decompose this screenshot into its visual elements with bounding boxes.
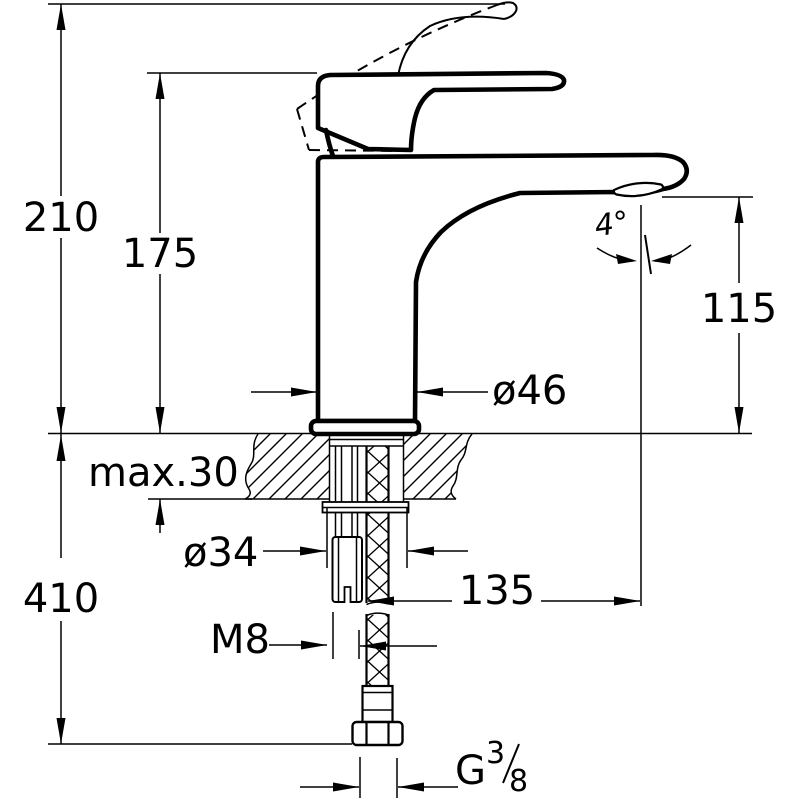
countertop <box>244 433 473 502</box>
ghost-handle-tip <box>496 1 518 20</box>
faucet-body-spout <box>315 152 690 424</box>
hose-hex-nut <box>351 720 404 747</box>
label-hose-thread-numerator: 3 <box>486 736 505 771</box>
fraction-slash <box>502 743 520 784</box>
base-escutcheon <box>308 418 422 437</box>
label-hose-thread-denominator: 8 <box>509 764 528 799</box>
flex-hose-upper <box>365 446 390 606</box>
label-aerator-angle: 4° <box>593 205 632 244</box>
label-hose-thread-prefix: G <box>455 748 486 794</box>
nut-slot <box>343 586 352 603</box>
lever-handle <box>315 70 567 153</box>
label-hose-thread: G 3 8 <box>455 736 528 799</box>
countertop-left-block <box>245 434 330 499</box>
label-overall-height: 210 <box>23 195 99 241</box>
flex-hose-lower <box>365 612 390 686</box>
mounting-parts <box>321 438 410 747</box>
label-counter-thickness: max.30 <box>88 450 239 496</box>
hose-collar <box>361 684 394 724</box>
countertop-right-block <box>403 434 472 499</box>
angle-tick <box>644 234 652 275</box>
label-mounting-hole-diameter: ø34 <box>183 530 258 576</box>
label-spout-reach: 135 <box>459 568 535 614</box>
dimension-labels: 210 175 410 max.30 ø46 115 ø34 135 M8 4°… <box>23 195 777 799</box>
label-mounting-stud-thread: M8 <box>210 617 270 663</box>
mounting-nut <box>331 536 363 603</box>
flange-washer <box>321 501 410 514</box>
angle-annotation <box>596 234 692 275</box>
countertop-left-break-edge <box>244 433 259 500</box>
label-body-diameter: ø46 <box>492 368 567 414</box>
label-spout-outlet-height: 115 <box>701 286 777 332</box>
countertop-right-break-edge <box>450 433 473 500</box>
label-height-to-spout-top: 175 <box>122 231 198 277</box>
aerator <box>612 181 665 198</box>
dimension-lines <box>48 3 753 798</box>
faucet <box>296 1 690 437</box>
mounting-studs <box>334 446 359 537</box>
label-below-counter-length: 410 <box>23 576 99 622</box>
lever-pivot-pin <box>323 127 336 159</box>
